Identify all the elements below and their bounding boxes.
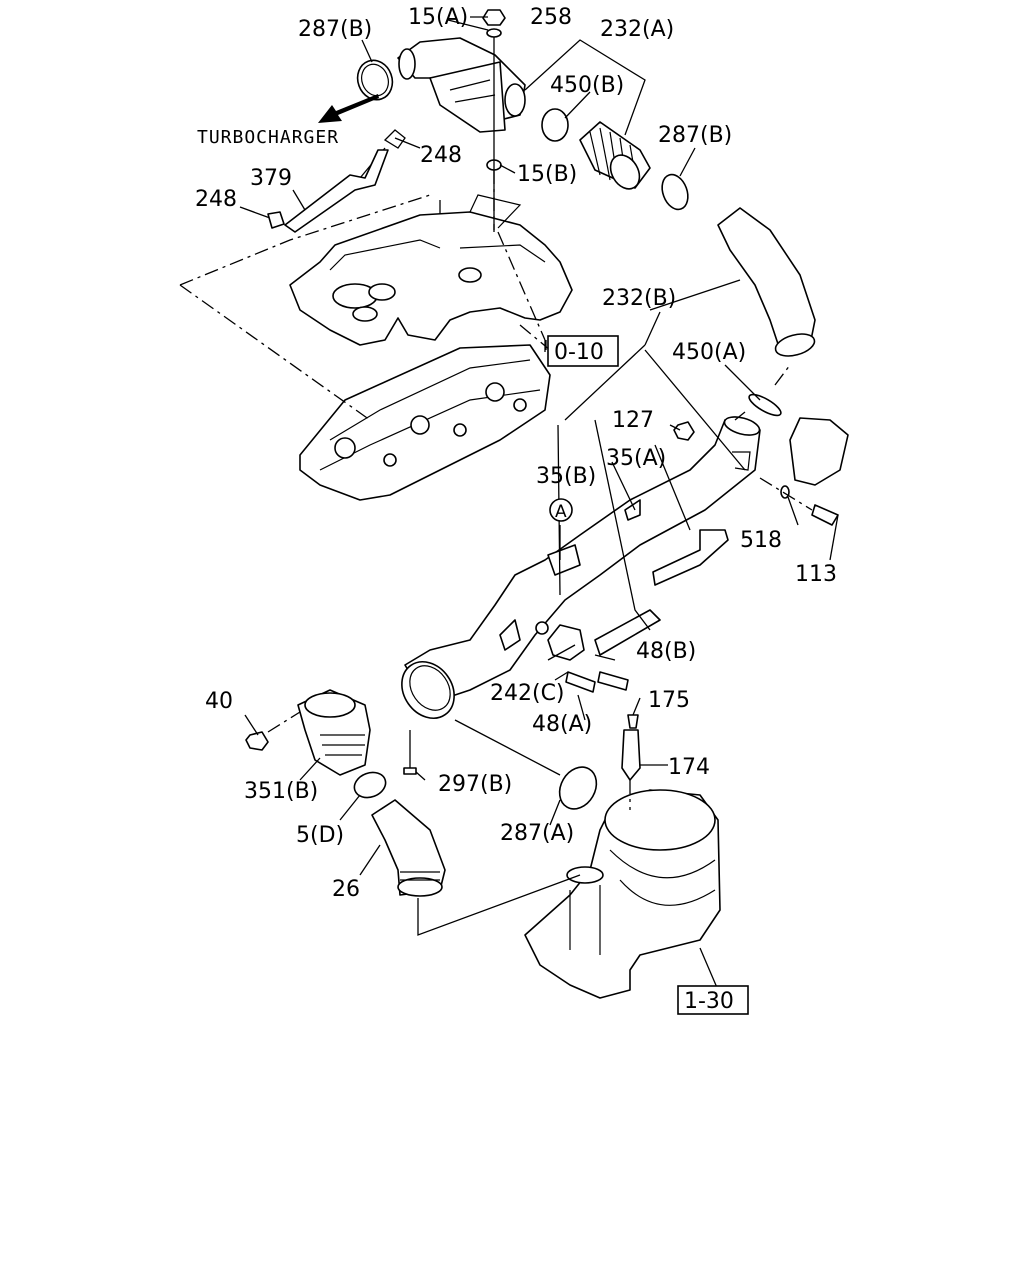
leader-lines (179, 16, 839, 991)
callout-a-label: A (555, 502, 567, 522)
label-127: 127 (612, 408, 654, 433)
label-48a: 48(A) (532, 712, 592, 737)
nut-127 (673, 421, 695, 441)
cylinder-head-cover (299, 344, 551, 501)
label-287a: 287(A) (500, 821, 574, 846)
label-242c: 242(C) (490, 681, 565, 706)
label-26: 26 (332, 877, 360, 902)
label-248-b: 248 (195, 187, 237, 212)
label-450b: 450(B) (550, 73, 624, 98)
label-518: 518 (740, 528, 782, 553)
insulator-35a (652, 529, 729, 586)
ref-label-1-30: 1-30 (684, 989, 734, 1014)
label-175: 175 (648, 688, 690, 713)
turbo-outlet-pipe (397, 37, 526, 133)
callout-a-circle (549, 498, 573, 522)
label-40: 40 (205, 689, 233, 714)
label-232a: 232(A) (600, 17, 674, 42)
label-35b: 35(B) (536, 464, 596, 489)
ref-box-1-30 (677, 985, 749, 1015)
sensor-174 (621, 714, 641, 781)
arrow-turbocharger (318, 94, 379, 123)
hose-26 (371, 799, 446, 897)
clamp-287b-top (356, 59, 394, 101)
label-48b: 48(B) (636, 639, 696, 664)
hose-232a (579, 121, 651, 190)
label-450a: 450(A) (672, 340, 746, 365)
air-cleaner (524, 789, 721, 999)
label-287b-top: 287(B) (298, 17, 372, 42)
label-379: 379 (250, 166, 292, 191)
label-15b: 15(B) (517, 162, 577, 187)
intake-pipe-long (401, 416, 761, 719)
ref-box-0-10 (547, 335, 619, 367)
label-287b-mid: 287(B) (658, 123, 732, 148)
clamp-5d (353, 771, 387, 799)
label-351b: 351(B) (244, 779, 318, 804)
clamp-287a (558, 766, 598, 810)
label-113: 113 (795, 562, 837, 587)
label-248-a: 248 (420, 143, 462, 168)
engine-cover (289, 194, 573, 346)
bracket-242c (535, 621, 629, 693)
intake-duct-bend (717, 207, 816, 357)
nut-40 (245, 731, 269, 751)
label-232b: 232(B) (602, 286, 676, 311)
label-turbocharger: TURBOCHARGER (197, 127, 339, 148)
label-15a: 15(A) (408, 5, 468, 30)
bracket-right (780, 417, 849, 526)
ring-450a (748, 393, 782, 417)
ring-450b (541, 108, 569, 142)
label-297b: 297(B) (438, 772, 512, 797)
label-5d: 5(D) (296, 823, 344, 848)
label-35a: 35(A) (606, 446, 666, 471)
label-258: 258 (530, 5, 572, 30)
resonator-351b (297, 689, 371, 776)
clamp-287b-mid (661, 173, 689, 211)
bolt-297b (403, 730, 417, 775)
ref-label-0-10: 0-10 (554, 340, 604, 365)
label-174: 174 (668, 755, 710, 780)
